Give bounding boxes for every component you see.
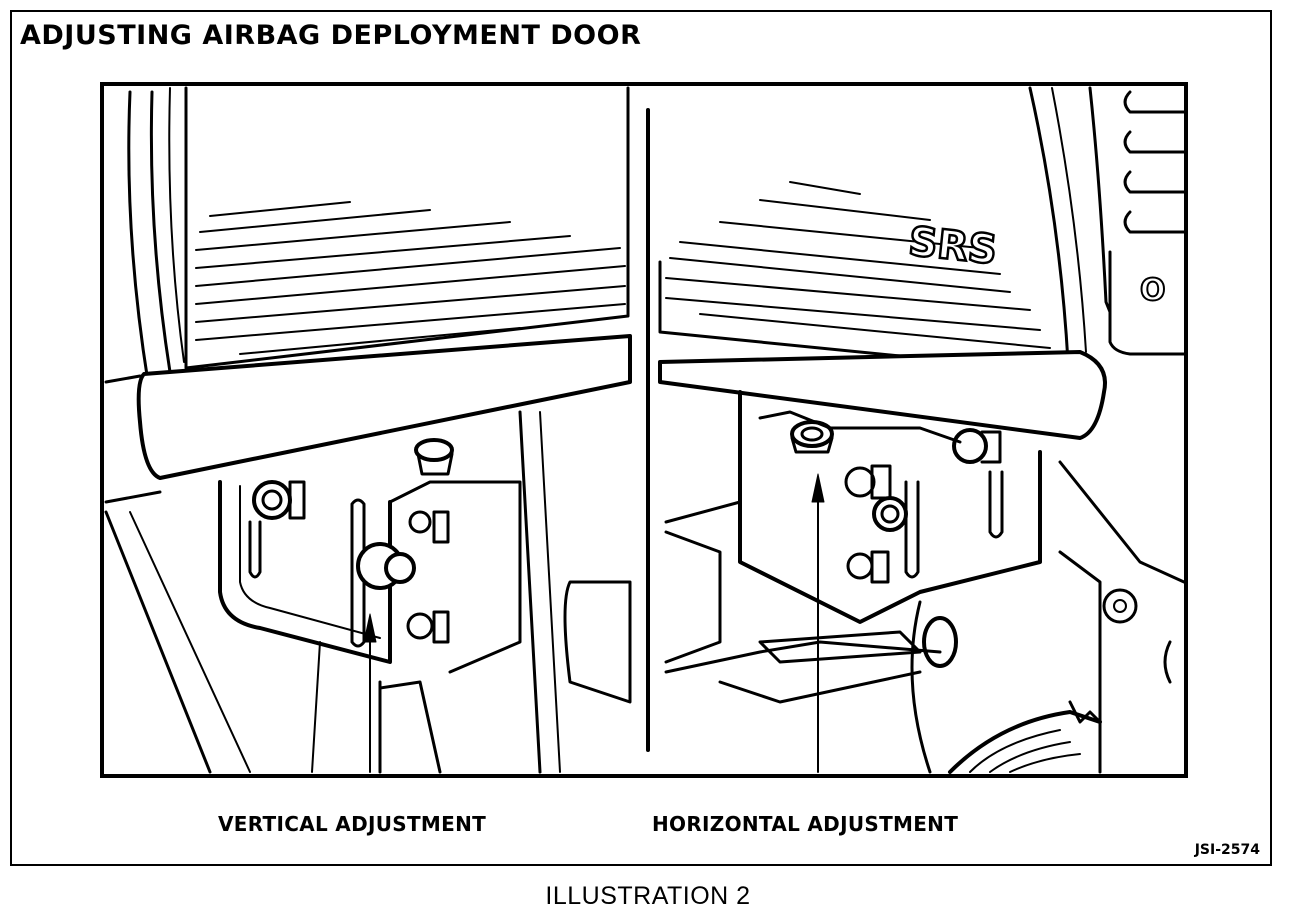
left-panel xyxy=(104,86,632,774)
vertical-adjustment-label: VERTICAL ADJUSTMENT xyxy=(218,812,487,836)
illustration-drawing: SRS O xyxy=(100,82,1188,778)
illustration-caption: ILLUSTRATION 2 xyxy=(545,882,751,910)
figure-frame xyxy=(10,10,1272,866)
partial-emblem: O xyxy=(1140,273,1166,308)
figure-code: JSI-2574 xyxy=(1194,842,1260,858)
srs-emblem: SRS xyxy=(906,219,999,274)
horizontal-adjustment-label: HORIZONTAL ADJUSTMENT xyxy=(652,812,959,836)
figure-title: ADJUSTING AIRBAG DEPLOYMENT DOOR xyxy=(20,20,642,51)
right-panel xyxy=(658,86,1186,774)
